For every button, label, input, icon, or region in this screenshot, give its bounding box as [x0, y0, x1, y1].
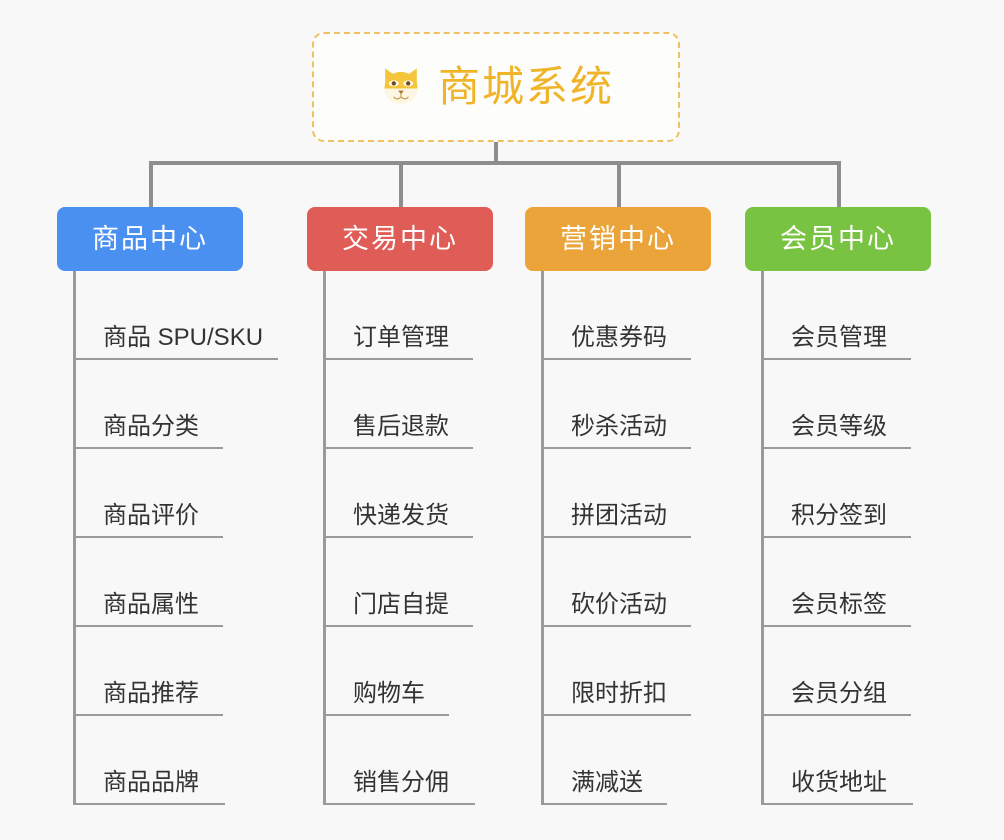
leaf-underline — [541, 536, 691, 538]
leaf-item[interactable]: 限时折扣 — [525, 627, 691, 716]
branch-trunk-2 — [323, 271, 326, 805]
leaf-item-label: 优惠券码 — [571, 324, 667, 351]
leaf-item[interactable]: 快递发货 — [307, 449, 473, 538]
leaf-item[interactable]: 商品分类 — [57, 360, 263, 449]
branch-header-1[interactable]: 商品中心 — [57, 207, 243, 271]
leaf-item[interactable]: 积分签到 — [745, 449, 911, 538]
leaf-list-3: 优惠券码秒杀活动拼团活动砍价活动限时折扣满减送 — [525, 271, 691, 805]
leaf-item[interactable]: 秒杀活动 — [525, 360, 691, 449]
connector-drop-1 — [149, 161, 153, 209]
leaf-item[interactable]: 会员分组 — [745, 627, 911, 716]
leaf-underline — [761, 625, 911, 627]
leaf-item-label: 会员标签 — [791, 591, 887, 618]
connector-drop-4 — [837, 161, 841, 209]
branch-header-3[interactable]: 营销中心 — [525, 207, 711, 271]
leaf-item[interactable]: 销售分佣 — [307, 716, 475, 805]
leaf-underline — [761, 358, 911, 360]
leaf-item[interactable]: 收货地址 — [745, 716, 913, 805]
leaf-item-label: 售后退款 — [353, 413, 449, 440]
leaf-item-label: 会员分组 — [791, 680, 887, 707]
connector-drop-3 — [617, 161, 621, 209]
leaf-item-label: 会员管理 — [791, 324, 887, 351]
leaf-item-label: 满减送 — [571, 769, 643, 796]
leaf-item-label: 商品评价 — [103, 502, 199, 529]
leaf-underline — [323, 714, 449, 716]
branch-trunk-3 — [541, 271, 544, 805]
leaf-underline — [541, 625, 691, 627]
leaf-item[interactable]: 会员标签 — [745, 538, 911, 627]
leaf-underline — [73, 536, 223, 538]
leaf-item-label: 门店自提 — [353, 591, 449, 618]
leaf-item-label: 商品品牌 — [103, 769, 199, 796]
leaf-item-label: 砍价活动 — [571, 591, 667, 618]
leaf-item[interactable]: 商品推荐 — [57, 627, 263, 716]
leaf-item[interactable]: 会员等级 — [745, 360, 911, 449]
leaf-item-label: 购物车 — [353, 680, 425, 707]
leaf-item[interactable]: 购物车 — [307, 627, 449, 716]
leaf-item-label: 拼团活动 — [571, 502, 667, 529]
connector-drop-2 — [399, 161, 403, 209]
leaf-underline — [73, 625, 223, 627]
dog-face-icon — [378, 64, 424, 110]
leaf-item-label: 订单管理 — [353, 324, 449, 351]
leaf-list-4: 会员管理会员等级积分签到会员标签会员分组收货地址 — [745, 271, 913, 805]
branch-header-label: 营销中心 — [560, 223, 676, 254]
leaf-item[interactable]: 商品评价 — [57, 449, 263, 538]
leaf-underline — [73, 714, 223, 716]
branch-header-4[interactable]: 会员中心 — [745, 207, 931, 271]
leaf-item-label: 限时折扣 — [571, 680, 667, 707]
leaf-underline — [761, 803, 913, 805]
root-node[interactable]: 商城系统 — [312, 32, 680, 142]
leaf-item[interactable]: 商品 SPU/SKU — [57, 271, 278, 360]
leaf-underline — [761, 447, 911, 449]
leaf-item-label: 商品属性 — [103, 591, 199, 618]
branch-trunk-1 — [73, 271, 76, 805]
leaf-underline — [541, 714, 691, 716]
leaf-item[interactable]: 售后退款 — [307, 360, 473, 449]
branch-header-label: 交易中心 — [342, 223, 458, 254]
leaf-item[interactable]: 拼团活动 — [525, 449, 691, 538]
leaf-underline — [323, 447, 473, 449]
leaf-item[interactable]: 优惠券码 — [525, 271, 691, 360]
connector-root-stem — [494, 142, 498, 165]
leaf-item-label: 销售分佣 — [353, 769, 449, 796]
leaf-item-label: 商品分类 — [103, 413, 199, 440]
leaf-item-label: 商品 SPU/SKU — [103, 324, 264, 351]
root-title: 商城系统 — [437, 63, 614, 110]
connector-bus-bar — [149, 161, 841, 165]
leaf-item-label: 积分签到 — [791, 502, 887, 529]
leaf-underline — [541, 803, 667, 805]
leaf-item[interactable]: 门店自提 — [307, 538, 473, 627]
leaf-list-2: 订单管理售后退款快递发货门店自提购物车销售分佣 — [307, 271, 475, 805]
leaf-underline — [541, 358, 691, 360]
leaf-underline — [323, 358, 473, 360]
leaf-item[interactable]: 砍价活动 — [525, 538, 691, 627]
leaf-underline — [73, 803, 225, 805]
leaf-underline — [323, 803, 475, 805]
leaf-item-label: 商品推荐 — [103, 680, 199, 707]
leaf-underline — [323, 536, 473, 538]
branch-header-2[interactable]: 交易中心 — [307, 207, 493, 271]
leaf-list-1: 商品 SPU/SKU 商品分类商品评价商品属性商品推荐商品品牌 — [57, 271, 278, 805]
branch-header-label: 商品中心 — [92, 223, 208, 254]
leaf-item[interactable]: 满减送 — [525, 716, 667, 805]
leaf-item[interactable]: 会员管理 — [745, 271, 911, 360]
leaf-item-label: 会员等级 — [791, 413, 887, 440]
leaf-item-label: 收货地址 — [791, 769, 887, 796]
leaf-underline — [73, 358, 278, 360]
leaf-underline — [323, 625, 473, 627]
leaf-item[interactable]: 商品属性 — [57, 538, 263, 627]
leaf-item[interactable]: 商品品牌 — [57, 716, 263, 805]
leaf-underline — [73, 447, 223, 449]
branch-header-label: 会员中心 — [780, 223, 896, 254]
leaf-underline — [761, 714, 911, 716]
leaf-underline — [761, 536, 911, 538]
leaf-item-label: 快递发货 — [353, 502, 449, 529]
branch-trunk-4 — [761, 271, 764, 805]
leaf-item-label: 秒杀活动 — [571, 413, 667, 440]
leaf-underline — [541, 447, 691, 449]
leaf-item[interactable]: 订单管理 — [307, 271, 473, 360]
